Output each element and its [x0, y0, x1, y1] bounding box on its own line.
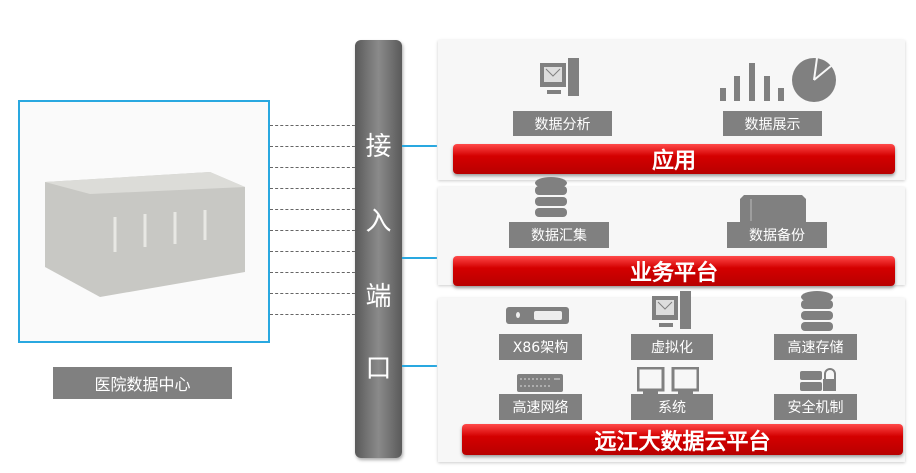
chart-icon [720, 58, 836, 102]
database-icon [801, 291, 833, 331]
item-high-speed-network: 高速网络 [499, 394, 582, 420]
item-high-speed-storage: 高速存储 [774, 334, 857, 360]
item-data-display: 数据展示 [723, 111, 822, 136]
access-char: 入 [365, 207, 392, 237]
item-x86: X86架构 [499, 334, 582, 360]
monitors-icon [637, 367, 699, 394]
connector-line [402, 365, 437, 367]
computer-icon [540, 58, 579, 96]
item-data-collection: 数据汇集 [509, 222, 609, 248]
layer-title-app: 应用 [453, 144, 895, 174]
access-port-bar: 接 入 端 口 [355, 40, 402, 458]
item-system: 系统 [631, 394, 713, 420]
connector-line [402, 145, 437, 147]
database-icon [535, 177, 567, 217]
server-rack-icon [45, 172, 245, 297]
server-icon [506, 307, 569, 324]
access-char: 端 [365, 282, 392, 312]
layer-title-business: 业务平台 [453, 256, 895, 286]
item-virtualization: 虚拟化 [631, 334, 713, 360]
connector-line [402, 257, 437, 259]
access-char: 口 [365, 354, 392, 384]
datacenter-image [18, 100, 270, 343]
datacenter-label: 医院数据中心 [53, 367, 232, 399]
storage-box-icon [740, 195, 806, 223]
network-switch-icon [517, 374, 563, 392]
security-lock-icon [800, 368, 836, 391]
access-char: 接 [365, 132, 392, 162]
item-data-backup: 数据备份 [727, 222, 827, 248]
computer-icon [652, 291, 691, 329]
layer-title-cloud: 远江大数据云平台 [462, 424, 903, 455]
item-data-analysis: 数据分析 [513, 111, 612, 136]
item-security: 安全机制 [774, 394, 857, 420]
